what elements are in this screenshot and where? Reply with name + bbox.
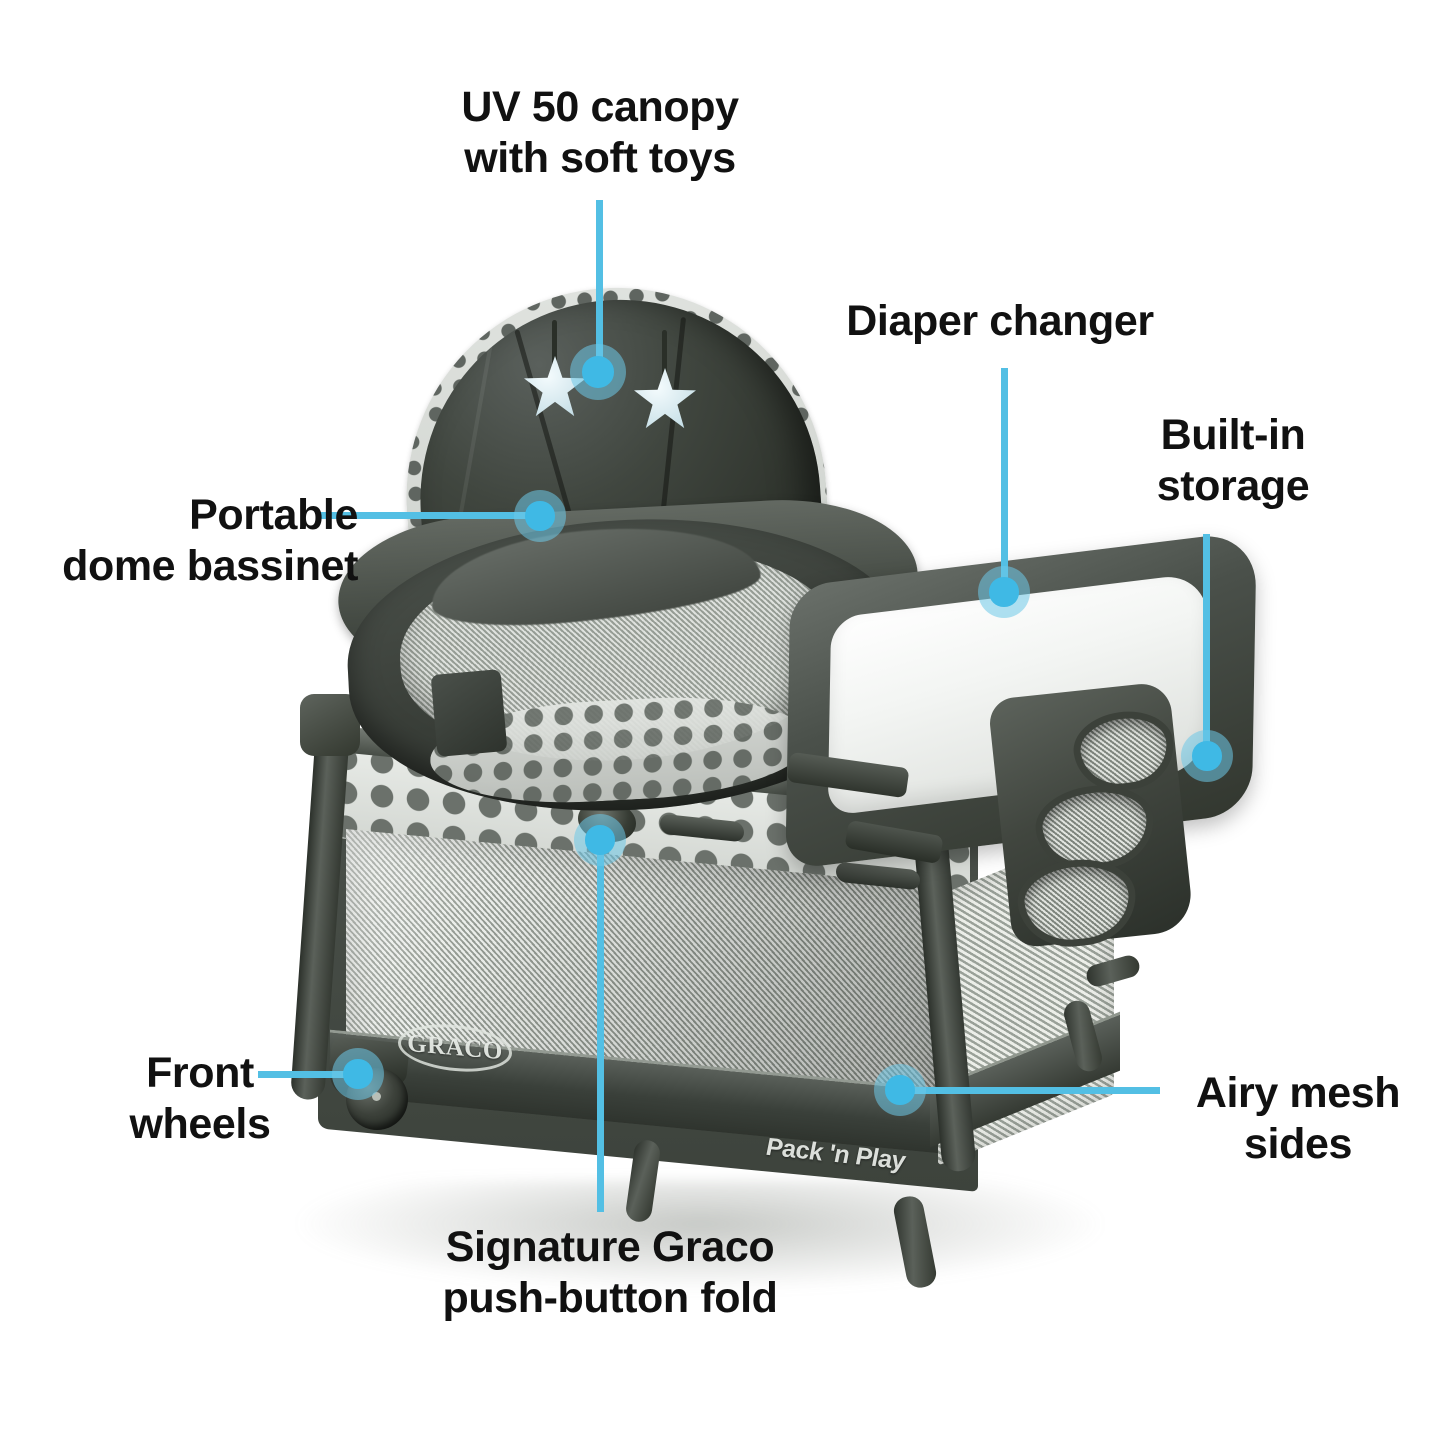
marker-core-icon	[989, 577, 1019, 607]
callout-label-signature-graco-push-button-fold: Signature Graco push-button fold	[442, 1223, 778, 1322]
marker-signature-graco-push-button-fold[interactable]	[574, 814, 626, 866]
leader-line-diaper-changer	[1001, 368, 1008, 580]
callout-label-uv-50-canopy: UV 50 canopy with soft toys	[461, 83, 739, 182]
marker-built-in-storage[interactable]	[1181, 730, 1233, 782]
marker-core-icon	[1192, 741, 1222, 771]
toy-string-left	[552, 320, 557, 372]
marker-diaper-changer[interactable]	[978, 566, 1030, 618]
leader-line-front-wheels	[258, 1071, 350, 1078]
marker-core-icon	[525, 501, 555, 531]
leader-line-portable-dome-bassinet	[316, 512, 532, 519]
marker-airy-mesh-sides[interactable]	[874, 1064, 926, 1116]
marker-uv-50-canopy[interactable]	[570, 344, 626, 400]
callout-label-front-wheels: Front wheels	[129, 1049, 271, 1148]
leader-line-signature-graco-push-button-fold	[597, 840, 604, 1212]
callout-label-built-in-storage: Built-in storage	[1156, 411, 1310, 510]
callout-label-airy-mesh-sides: Airy mesh sides	[1195, 1069, 1401, 1168]
toy-string-right	[662, 330, 667, 376]
leader-line-built-in-storage	[1203, 534, 1210, 750]
leader-line-uv-50-canopy	[596, 200, 603, 370]
callout-label-portable-dome-bassinet: Portable dome bassinet	[62, 491, 358, 590]
bassinet-attachment-clip	[430, 669, 508, 757]
leader-line-airy-mesh-sides	[906, 1087, 1160, 1094]
marker-core-icon	[343, 1059, 373, 1089]
front-wheel-hub	[372, 1092, 381, 1101]
marker-portable-dome-bassinet[interactable]	[514, 490, 566, 542]
marker-core-icon	[885, 1075, 915, 1105]
callout-label-diaper-changer: Diaper changer	[846, 297, 1154, 345]
ground-shadow	[300, 1180, 1100, 1290]
playard-left-corner-hub	[300, 694, 360, 756]
marker-core-icon	[582, 356, 614, 388]
marker-front-wheels[interactable]	[332, 1048, 384, 1100]
marker-core-icon	[585, 825, 615, 855]
